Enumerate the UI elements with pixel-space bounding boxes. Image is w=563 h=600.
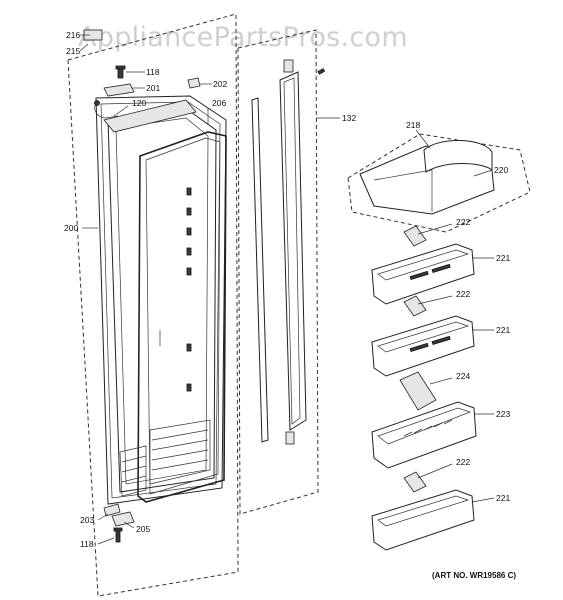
- door-gasket-inner: [145, 137, 221, 495]
- trim-group-outline: [237, 29, 319, 515]
- watermark-text: AppliancePartsPros.com: [78, 22, 408, 53]
- callout-221-2: 221: [496, 325, 510, 335]
- bin-bracket-222-1: [403, 225, 427, 247]
- callout-221-1: 221: [496, 253, 510, 263]
- callout-120: 120: [132, 98, 146, 108]
- callout-118-top: 118: [146, 67, 160, 77]
- trim-top-clip: [283, 59, 294, 73]
- callout-223: 223: [496, 409, 510, 419]
- callout-206: 206: [212, 98, 226, 108]
- callout-215: 215: [66, 46, 80, 56]
- bottom-hinge-hardware: [103, 503, 135, 543]
- callout-222-3: 222: [456, 457, 470, 467]
- bin-bracket-224: [399, 371, 437, 411]
- door-top-cap: [103, 99, 197, 133]
- bin-bracket-222-3: [403, 471, 427, 493]
- door-assembly-group: [67, 13, 239, 597]
- hinge-bracket-205: [111, 511, 135, 527]
- bin-221-3: [371, 489, 475, 551]
- callout-205: 205: [136, 524, 150, 534]
- callout-203: 203: [80, 515, 94, 525]
- wire-harness-120: [94, 103, 119, 119]
- door-bin-2: [371, 295, 475, 377]
- door-gasket: [137, 131, 227, 503]
- callout-labels: 216 215 118 201 120 202 206 200 132 218 …: [64, 30, 510, 549]
- screw-118-bottom: [115, 529, 121, 543]
- dairy-door-218: [423, 140, 493, 173]
- hinge-bracket-201: [103, 83, 135, 97]
- door-bin-1: [371, 225, 475, 305]
- dairy-compartment-group: [347, 133, 531, 233]
- bin-clip-column: [186, 187, 192, 392]
- bin-bracket-222-2: [403, 295, 427, 317]
- callout-222-2: 222: [456, 289, 470, 299]
- art-number: (ART NO. WR19586 C): [432, 571, 516, 580]
- door-bin-3: [371, 371, 477, 469]
- door-liner-inner: [115, 117, 209, 485]
- trim-bottom-clip: [285, 431, 295, 445]
- leader-lines: [79, 34, 495, 545]
- callout-216: 216: [66, 30, 80, 40]
- top-hinge-hardware: [83, 29, 201, 119]
- callout-224: 224: [456, 371, 470, 381]
- trim-screw: [317, 68, 326, 75]
- hinge-cap-202: [187, 77, 201, 89]
- callout-201: 201: [146, 83, 160, 93]
- door-bottom-panel: [119, 419, 211, 497]
- callout-221-3: 221: [496, 493, 510, 503]
- door-assembly-outline: [67, 13, 239, 597]
- callout-202: 202: [213, 79, 227, 89]
- door-bin-4: [371, 471, 475, 551]
- bin-223-vents: [403, 419, 453, 437]
- door-liner: [107, 109, 217, 493]
- hinge-bushing-203: [103, 503, 121, 517]
- trim-channel: [279, 71, 307, 431]
- bin-223: [371, 401, 477, 469]
- door-shell-inner-edge: [100, 101, 221, 499]
- trim-channel-groove: [283, 77, 301, 425]
- trim-strip: [251, 97, 269, 443]
- screw-118-top: [117, 67, 124, 79]
- callout-118-bottom: 118: [80, 539, 94, 549]
- callout-200: 200: [64, 223, 78, 233]
- callout-222-1: 222: [456, 217, 470, 227]
- callout-132: 132: [342, 113, 356, 123]
- trim-group: [237, 29, 326, 515]
- dairy-group-outline: [347, 133, 531, 233]
- callout-218: 218: [406, 120, 420, 130]
- callout-220: 220: [494, 165, 508, 175]
